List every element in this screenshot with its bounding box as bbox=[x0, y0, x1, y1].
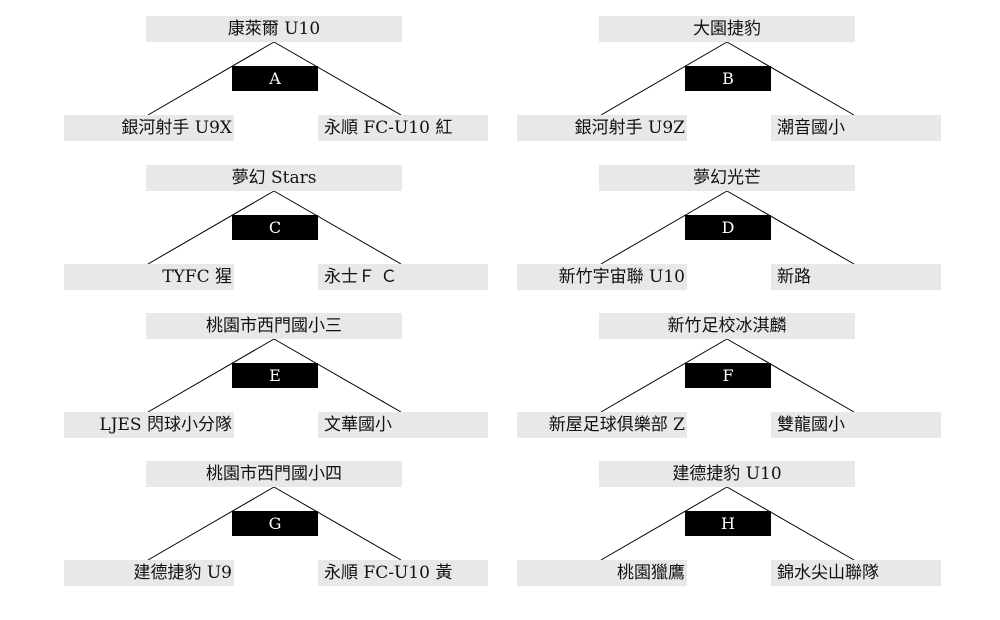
group-letter: C bbox=[232, 215, 318, 240]
bracket-lines bbox=[147, 41, 402, 116]
group-c: 夢幻 Stars C TYFC 猩 永士Ｆ Ｃ bbox=[64, 165, 488, 291]
group-h: 建德捷豹 U10 H 桃園獵鷹 錦水尖山聯隊 bbox=[517, 461, 941, 587]
top-team: 夢幻光芒 bbox=[599, 165, 855, 191]
right-team: 永順 FC-U10 黃 bbox=[318, 560, 488, 586]
right-team: 永順 FC-U10 紅 bbox=[318, 115, 488, 141]
left-team: 新竹宇宙聯 U10 bbox=[517, 264, 687, 290]
right-team: 錦水尖山聯隊 bbox=[771, 560, 941, 586]
bracket-lines bbox=[147, 190, 402, 265]
group-letter: B bbox=[685, 66, 771, 91]
group-letter: A bbox=[232, 66, 318, 91]
group-g: 桃園市西門國小四 G 建德捷豹 U9 永順 FC-U10 黃 bbox=[64, 461, 488, 587]
group-letter: G bbox=[232, 511, 318, 536]
left-team: LJES 閃球小分隊 bbox=[64, 412, 234, 438]
left-team: TYFC 猩 bbox=[64, 264, 234, 290]
group-b: 大園捷豹 B 銀河射手 U9Z 潮音國小 bbox=[517, 16, 941, 142]
bracket-lines bbox=[147, 338, 402, 413]
bracket-lines bbox=[600, 338, 855, 413]
bracket-lines bbox=[600, 486, 855, 561]
top-team: 新竹足校冰淇麟 bbox=[599, 313, 855, 339]
right-team: 雙龍國小 bbox=[771, 412, 941, 438]
group-e: 桃園市西門國小三 E LJES 閃球小分隊 文華國小 bbox=[64, 313, 488, 439]
group-a: 康萊爾 U10 A 銀河射手 U9X 永順 FC-U10 紅 bbox=[64, 16, 488, 142]
right-team: 文華國小 bbox=[318, 412, 488, 438]
bracket-lines bbox=[600, 190, 855, 265]
top-team: 夢幻 Stars bbox=[146, 165, 402, 191]
top-team: 大園捷豹 bbox=[599, 16, 855, 42]
left-team: 建德捷豹 U9 bbox=[64, 560, 234, 586]
left-team: 銀河射手 U9X bbox=[64, 115, 234, 141]
group-letter: E bbox=[232, 363, 318, 388]
left-team: 新屋足球俱樂部 Z bbox=[517, 412, 687, 438]
top-team: 桃園市西門國小四 bbox=[146, 461, 402, 487]
group-letter: F bbox=[685, 363, 771, 388]
top-team: 康萊爾 U10 bbox=[146, 16, 402, 42]
group-letter: D bbox=[685, 215, 771, 240]
bracket-lines bbox=[600, 41, 855, 116]
group-f: 新竹足校冰淇麟 F 新屋足球俱樂部 Z 雙龍國小 bbox=[517, 313, 941, 439]
right-team: 新路 bbox=[771, 264, 941, 290]
group-letter: H bbox=[685, 511, 771, 536]
top-team: 建德捷豹 U10 bbox=[599, 461, 855, 487]
bracket-lines bbox=[147, 486, 402, 561]
left-team: 銀河射手 U9Z bbox=[517, 115, 687, 141]
right-team: 永士Ｆ Ｃ bbox=[318, 264, 488, 290]
top-team: 桃園市西門國小三 bbox=[146, 313, 402, 339]
right-team: 潮音國小 bbox=[771, 115, 941, 141]
left-team: 桃園獵鷹 bbox=[517, 560, 687, 586]
group-d: 夢幻光芒 D 新竹宇宙聯 U10 新路 bbox=[517, 165, 941, 291]
